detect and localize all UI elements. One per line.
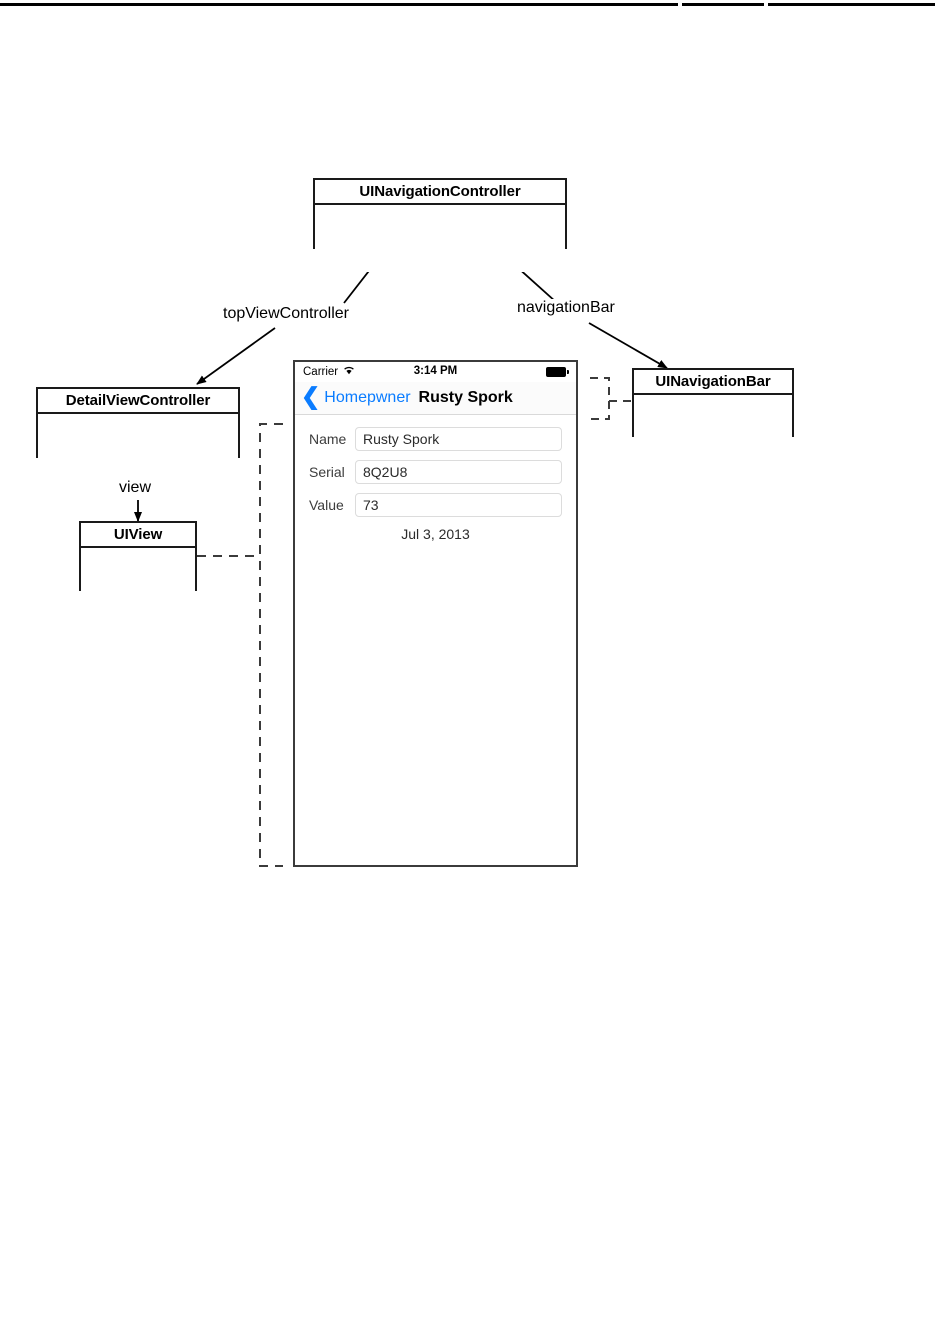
uml-title-uinavigationbar: UINavigationBar xyxy=(634,370,792,395)
uml-title-uinavigationcontroller: UINavigationController xyxy=(315,180,565,205)
dashed-bracket-uiview-to-screen xyxy=(259,423,283,867)
serial-field[interactable]: 8Q2U8 xyxy=(355,460,562,484)
edge-navigationbar-lower xyxy=(588,322,668,369)
uml-box-uinavigationbar[interactable]: UINavigationBar xyxy=(632,368,794,460)
uml-box-uinavigationcontroller[interactable]: UINavigationController xyxy=(313,178,567,272)
uml-box-uiview[interactable]: UIView xyxy=(79,521,197,614)
edge-label-navigationbar: navigationBar xyxy=(514,299,618,317)
value-label: Value xyxy=(309,497,344,513)
phone-mockup: Carrier 3:14 PM ❮ Homepwner Rusty Spork xyxy=(293,360,578,867)
uml-body-uiview xyxy=(81,548,195,614)
status-bar: Carrier 3:14 PM xyxy=(295,362,576,382)
uml-box-detailviewcontroller[interactable]: DetailViewController xyxy=(36,387,240,481)
uml-title-uiview: UIView xyxy=(81,523,195,548)
battery-body xyxy=(546,367,566,377)
edge-topviewcontroller-lower xyxy=(196,327,276,385)
name-field[interactable]: Rusty Spork xyxy=(355,427,562,451)
form-row-value: Value 73 xyxy=(309,493,562,517)
form-row-serial: Serial 8Q2U8 xyxy=(309,460,562,484)
uml-body-detailviewcontroller xyxy=(38,414,238,481)
status-carrier-group: Carrier xyxy=(303,365,355,378)
nav-back-button-label[interactable]: Homepwner xyxy=(324,389,411,406)
nav-title: Rusty Spork xyxy=(418,389,513,406)
top-rule-segment-1 xyxy=(0,3,678,6)
wifi-icon xyxy=(343,365,355,378)
carrier-label: Carrier xyxy=(303,365,339,378)
date-label: Jul 3, 2013 xyxy=(401,526,470,542)
battery-full-icon xyxy=(546,367,569,377)
uml-body-uinavigationcontroller xyxy=(315,205,565,272)
battery-nub xyxy=(567,370,569,374)
uml-title-detailviewcontroller: DetailViewController xyxy=(38,389,238,414)
chevron-left-icon[interactable]: ❮ xyxy=(301,383,321,409)
value-field[interactable]: 73 xyxy=(355,493,562,517)
uml-body-uinavigationbar xyxy=(634,395,792,460)
detail-form: Name Rusty Spork Serial 8Q2U8 Value 73 J… xyxy=(295,415,576,542)
edge-label-topviewcontroller: topViewController xyxy=(220,305,352,323)
name-label: Name xyxy=(309,431,347,447)
top-rule-segment-2 xyxy=(682,3,764,6)
serial-label: Serial xyxy=(309,464,345,480)
top-rule-segment-3 xyxy=(768,3,935,6)
phone-nav-bar: ❮ Homepwner Rusty Spork xyxy=(295,382,576,415)
form-row-name: Name Rusty Spork xyxy=(309,427,562,451)
edge-label-view: view xyxy=(116,479,155,497)
dashed-bracket-navbar-to-uinavigationbar xyxy=(590,377,610,420)
status-time: 3:14 PM xyxy=(413,365,458,377)
